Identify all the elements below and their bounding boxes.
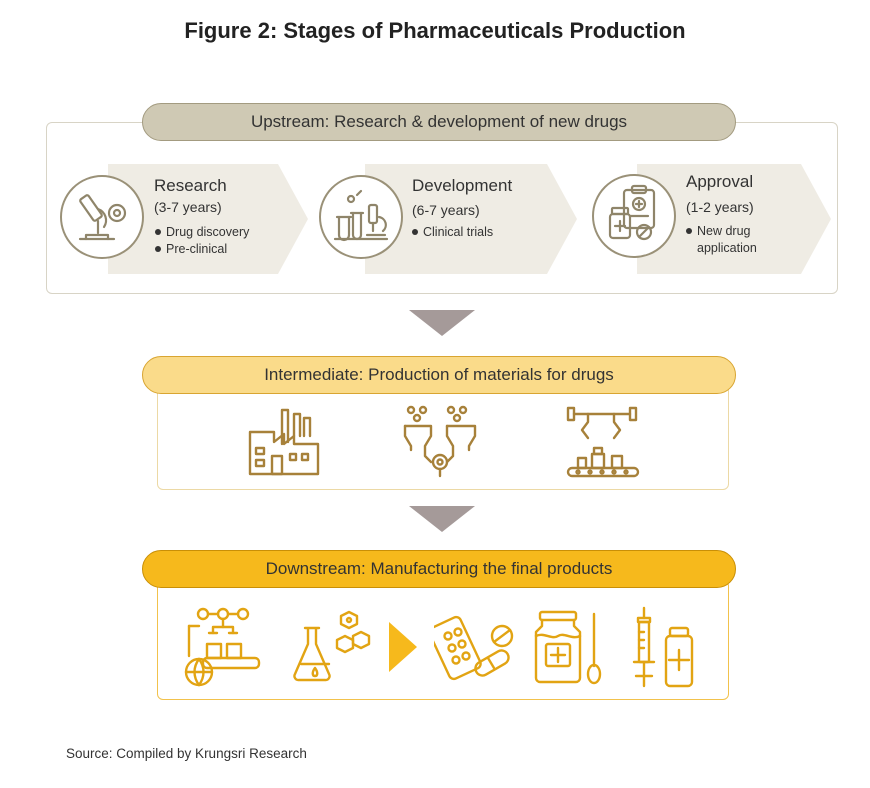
microscope-icon [78, 194, 127, 241]
source-note: Source: Compiled by Krungsri Research [66, 746, 307, 761]
factory-icon [248, 408, 320, 476]
research-stage-title: Research [154, 176, 227, 195]
medicine-jar-icon [534, 610, 602, 685]
downstream-label: Downstream: Manufacturing the final prod… [142, 550, 736, 588]
development-chevron [365, 164, 577, 274]
approval-stage-years: (1-2 years) [686, 199, 754, 215]
down-arrow-2 [409, 506, 475, 532]
flask-molecule-icon [293, 610, 371, 682]
lab-equipment-icon [333, 189, 389, 242]
syringe-vial-icon [632, 606, 694, 688]
development-stage-years: (6-7 years) [412, 202, 480, 218]
upstream-label: Upstream: Research & development of new … [142, 103, 736, 141]
approval-bullet-2: application [697, 241, 757, 255]
research-circle [60, 175, 144, 259]
prescription-clipboard-icon [608, 184, 656, 241]
development-circle [319, 175, 403, 259]
bottling-conveyor-icon [566, 406, 640, 478]
approval-chevron [637, 164, 831, 274]
downstream-section [157, 580, 729, 700]
development-stage-title: Development [412, 176, 513, 195]
pills-icon [434, 615, 514, 681]
approval-bullet-1: New drug [686, 224, 751, 238]
development-bullet-1: Clinical trials [412, 225, 493, 239]
figure-title: Figure 2: Stages of Pharmaceuticals Prod… [184, 18, 686, 43]
down-arrow-1 [409, 310, 475, 336]
chemical-mixing-machine-icon [403, 405, 477, 478]
robotic-assembly-icon [184, 607, 261, 687]
intermediate-label: Intermediate: Production of materials fo… [142, 356, 736, 394]
intermediate-section [157, 382, 729, 490]
research-bullet-1: Drug discovery [155, 225, 249, 239]
research-bullet-2: Pre-clinical [155, 242, 227, 256]
approval-circle [592, 174, 676, 258]
arrow-right-icon [389, 622, 417, 672]
research-stage-years: (3-7 years) [154, 199, 222, 215]
approval-stage-title: Approval [686, 172, 754, 191]
